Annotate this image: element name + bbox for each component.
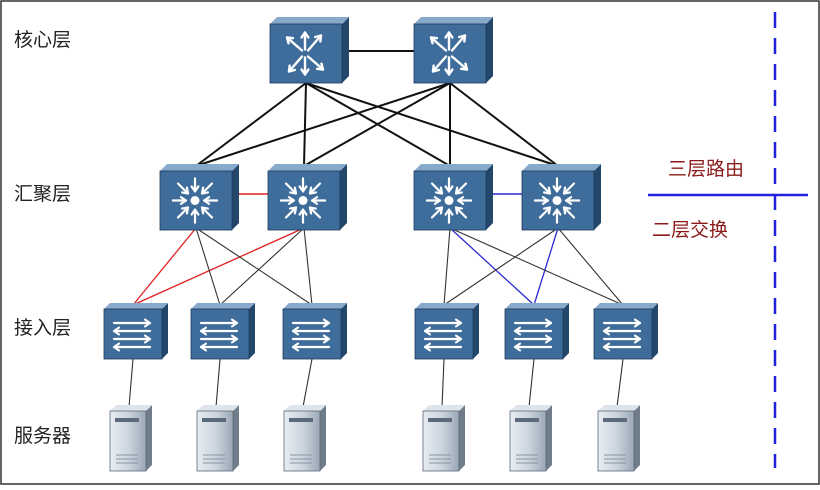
access-switch-6 (593, 303, 658, 360)
link-core2-agg1 (195, 82, 451, 167)
server-icon (196, 405, 239, 472)
server-icon (509, 405, 552, 472)
link-core1-agg1 (195, 82, 307, 167)
core-router-2 (413, 17, 493, 84)
server-1 (109, 405, 152, 472)
link-agg1-acc3 (195, 227, 313, 306)
layer-label-aggregation: 汇聚层 (14, 183, 71, 205)
access-switch-1 (103, 303, 168, 360)
link-core1-agg4 (305, 82, 559, 167)
link-acc4-server4 (441, 358, 445, 408)
link-agg4-acc4 (443, 227, 559, 306)
link-acc6-server6 (616, 358, 624, 408)
switch-icon (504, 303, 569, 360)
layer3-switch-icon (521, 164, 601, 231)
devices (103, 17, 658, 472)
link-agg3-acc5 (449, 227, 535, 306)
access-switch-3 (282, 303, 347, 360)
link-agg4-acc6 (557, 227, 624, 306)
link-core1-agg2 (303, 82, 307, 167)
layer-label-core: 核心层 (14, 29, 71, 51)
link-agg4-acc5 (533, 227, 559, 306)
access-switch-4 (414, 303, 479, 360)
switch-icon (593, 303, 658, 360)
aggregation-switch-1 (159, 164, 239, 231)
server-4 (422, 405, 465, 472)
layer-label-server: 服务器 (14, 425, 71, 447)
link-agg2-acc1 (132, 227, 305, 306)
link-agg1-acc1 (132, 227, 197, 306)
router-icon (269, 17, 349, 84)
link-core2-agg2 (303, 82, 451, 167)
label-layer3-routing: 三层路由 (668, 158, 744, 180)
access-switch-5 (504, 303, 569, 360)
server-icon (283, 405, 326, 472)
server-icon (109, 405, 152, 472)
link-agg1-acc2 (195, 227, 221, 306)
switch-icon (103, 303, 168, 360)
router-icon (413, 17, 493, 84)
server-icon (597, 405, 640, 472)
server-2 (196, 405, 239, 472)
link-acc2-server2 (215, 358, 221, 408)
server-icon (422, 405, 465, 472)
switch-icon (414, 303, 479, 360)
link-core2-agg4 (449, 82, 559, 167)
server-6 (597, 405, 640, 472)
link-acc5-server5 (528, 358, 535, 408)
core-router-1 (269, 17, 349, 84)
link-acc3-server3 (302, 358, 313, 408)
link-agg2-acc3 (303, 227, 313, 306)
links (128, 50, 624, 408)
link-agg2-acc2 (219, 227, 305, 306)
link-agg3-acc6 (449, 227, 624, 306)
access-switch-2 (190, 303, 255, 360)
aggregation-switch-3 (413, 164, 493, 231)
switch-icon (282, 303, 347, 360)
layer3-switch-icon (413, 164, 493, 231)
link-agg3-acc4 (443, 227, 451, 306)
server-3 (283, 405, 326, 472)
server-5 (509, 405, 552, 472)
switch-icon (190, 303, 255, 360)
layer3-switch-icon (267, 164, 347, 231)
layer-label-access: 接入层 (14, 317, 71, 339)
label-layer2-switching: 二层交换 (652, 219, 728, 241)
aggregation-switch-2 (267, 164, 347, 231)
layer3-switch-icon (159, 164, 239, 231)
aggregation-switch-4 (521, 164, 601, 231)
link-acc1-server1 (128, 358, 134, 408)
